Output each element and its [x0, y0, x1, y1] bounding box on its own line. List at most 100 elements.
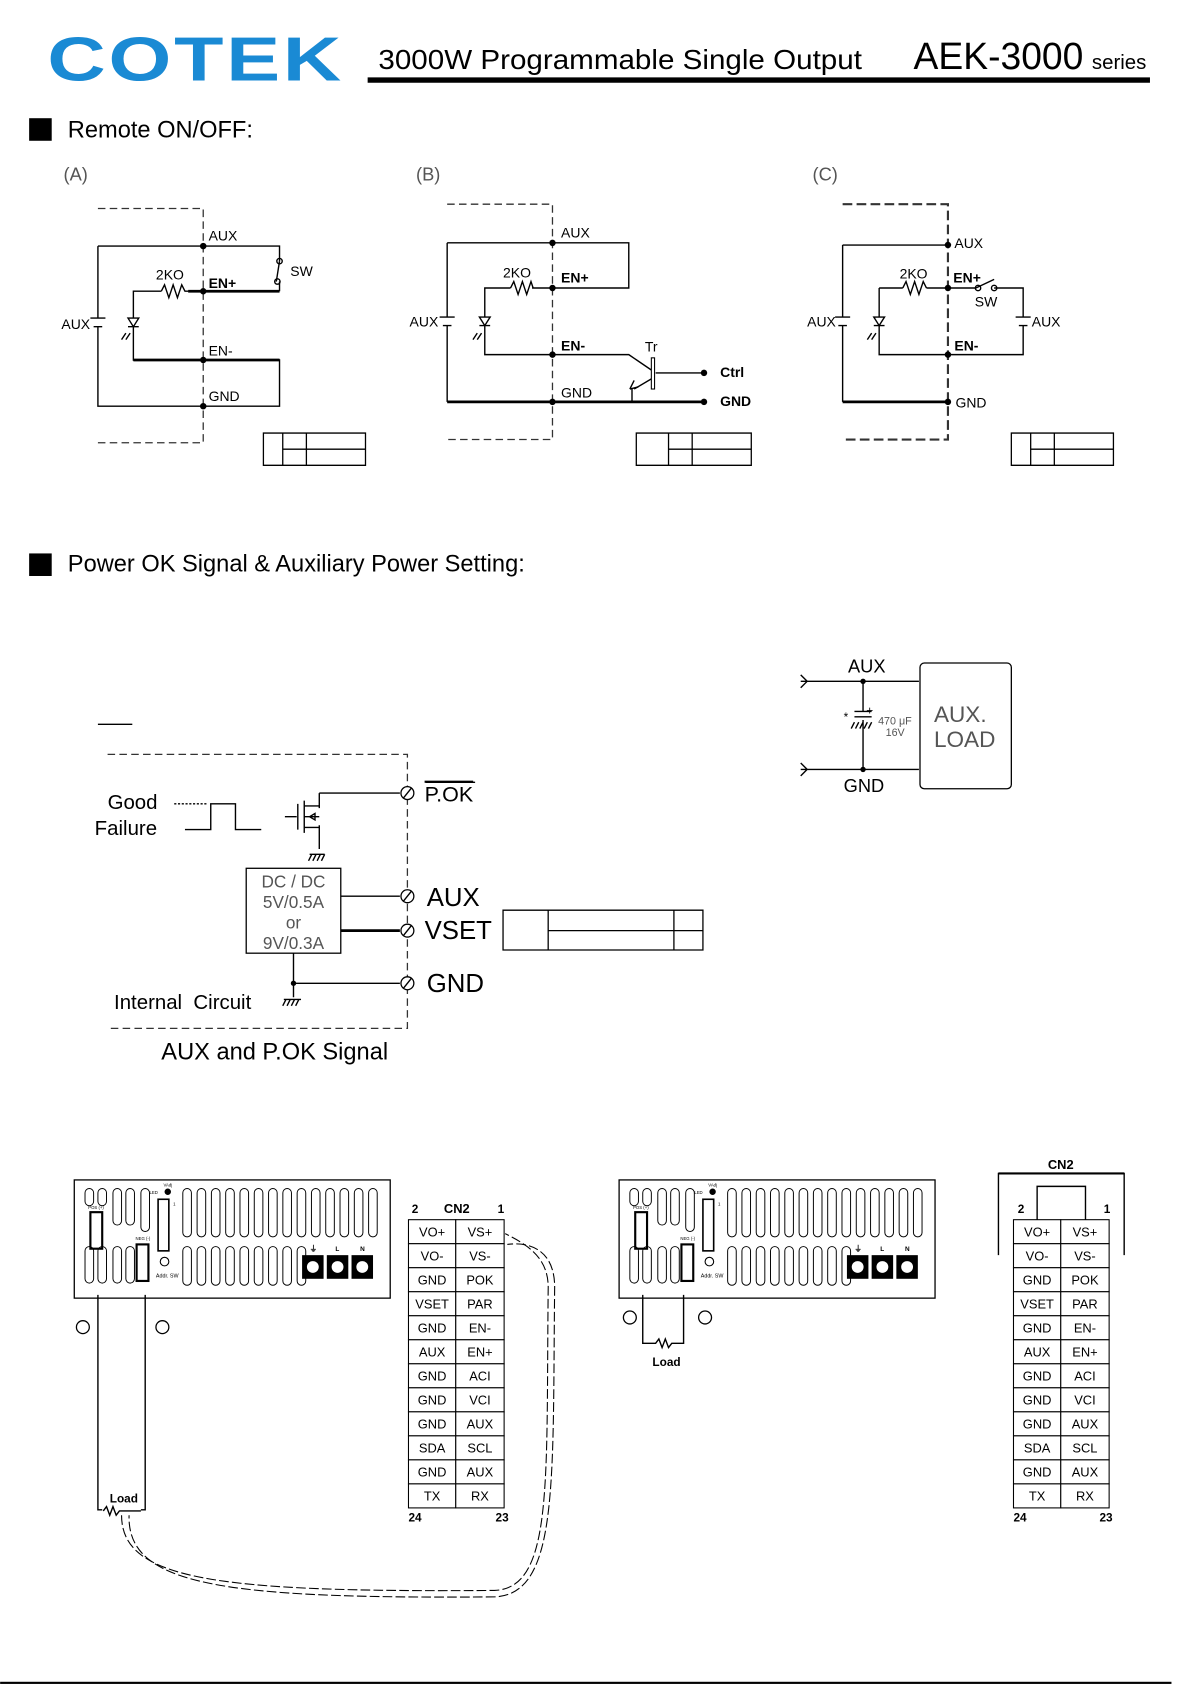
pin-label: VS- [1074, 1248, 1095, 1263]
vent-slot [225, 1188, 235, 1238]
label-failure: Failure [95, 818, 157, 840]
vadj-knob[interactable] [164, 1188, 171, 1195]
pin-label: RX [471, 1489, 489, 1504]
pin-label: GND [418, 1320, 447, 1335]
vent-slot [827, 1246, 837, 1286]
pin-label: ACI [1074, 1368, 1095, 1383]
dcdc-line: 9V/0.3A [263, 933, 325, 953]
pin-row: GND EN- [407, 1315, 505, 1341]
blank-table [262, 432, 367, 466]
panel-label: N [905, 1246, 910, 1253]
panel-label: 1 [173, 1202, 176, 1207]
pin-label: VSET [415, 1296, 449, 1311]
label-vset: VSET [425, 917, 493, 945]
pin-label: VCI [469, 1392, 490, 1407]
terminal-icons [400, 785, 415, 991]
panel-label: LED [694, 1190, 702, 1195]
vent-slot [210, 1246, 221, 1286]
pin-label: VS+ [468, 1224, 493, 1239]
pin-label: VS- [469, 1248, 490, 1263]
label-resistor: 2KO [503, 264, 531, 280]
label-aux-right: AUX [1032, 314, 1061, 330]
pin-row: VO+VS+ [1012, 1219, 1110, 1245]
pin-label: EN- [469, 1320, 491, 1335]
panel-label: N [360, 1246, 365, 1253]
pin-label: TX [1029, 1489, 1046, 1504]
vent-slot [741, 1188, 752, 1238]
neg-output-terminal [680, 1243, 695, 1283]
pin-label: SDA [1024, 1441, 1051, 1456]
vent-slot [812, 1188, 823, 1238]
label-en-minus: EN- [561, 337, 585, 353]
figure-caption: AUX and P.OK Signal [161, 1040, 388, 1066]
pin-label: SDA [419, 1441, 446, 1456]
remote-diagram-b: (B) AUX 2KO EN+ AUX EN- Tr Ctrl GND GND [410, 164, 752, 466]
panel-label: VAdj [708, 1182, 717, 1187]
vent-slot [657, 1188, 667, 1226]
pin-label: EN- [1074, 1320, 1096, 1335]
dcdc-line: or [286, 912, 302, 932]
load-label: Load [110, 1491, 138, 1505]
pin-label: VCI [1074, 1392, 1095, 1407]
label-plus: + [866, 704, 873, 718]
vent-slot [884, 1188, 894, 1238]
vent-slot [755, 1246, 766, 1286]
pin-label: SCL [467, 1441, 492, 1456]
vent-slot [84, 1188, 95, 1207]
vent-slot [339, 1188, 350, 1238]
pin-label: GND [418, 1368, 447, 1383]
cn2-connector [702, 1198, 715, 1252]
vadj-knob[interactable] [709, 1188, 716, 1195]
dcdc-line: 5V/0.5A [263, 892, 325, 912]
vent-slot [140, 1188, 150, 1232]
label-aux: AUX [954, 235, 983, 251]
pin-label: VO+ [419, 1224, 445, 1239]
pin-label: EN+ [467, 1344, 492, 1359]
section-heading-remote: Remote ON/OFF: [68, 118, 253, 144]
vent-slot [239, 1246, 250, 1286]
label-aux-left: AUX [807, 314, 836, 330]
panel-label: VAdj [163, 1182, 172, 1187]
vent-slot [670, 1188, 680, 1226]
label-aux-left: AUX [61, 316, 90, 332]
panel-label: POS (+) [88, 1205, 104, 1210]
ground-symbol-icon: ⏚ [310, 1244, 318, 1253]
blank-table [1010, 432, 1115, 466]
vent-slot [368, 1188, 378, 1238]
vent-slot [210, 1188, 221, 1238]
addr-switch[interactable] [159, 1256, 170, 1267]
vent-slot [112, 1246, 123, 1284]
neg-output-terminal [135, 1243, 150, 1283]
panel-label: L [880, 1246, 884, 1253]
diagram-tag: (A) [64, 164, 88, 185]
pin-label: GND [1023, 1272, 1052, 1287]
pin-label: GND [1023, 1416, 1052, 1431]
label-resistor: 2KO [156, 266, 184, 282]
label-star: * [844, 710, 849, 724]
vent-slot [253, 1188, 264, 1238]
label-aux: AUX [848, 656, 886, 677]
pin-label: GND [1023, 1392, 1052, 1407]
vent-slot [112, 1188, 123, 1226]
ground-symbol-icon: ⏚ [854, 1244, 862, 1253]
pin-label: GND [418, 1465, 447, 1480]
footer-rule [0, 1681, 1172, 1684]
vent-slot [912, 1188, 923, 1238]
load-label: Load [652, 1355, 680, 1369]
pin-row: VO-VS- [407, 1243, 505, 1269]
label-pok: P.OK [425, 783, 474, 807]
pin-number: 24 [1013, 1511, 1027, 1525]
pos-output-terminal [634, 1211, 649, 1250]
vent-slot [755, 1188, 766, 1238]
remote-diagram-a: (A) AUX SW 2KO EN+ AUX EN- GND [61, 164, 367, 466]
load-label: AUX. [934, 702, 987, 727]
blank-table [502, 909, 704, 951]
addr-switch[interactable] [704, 1256, 715, 1267]
pin-row: VO-VS- [1012, 1243, 1110, 1269]
